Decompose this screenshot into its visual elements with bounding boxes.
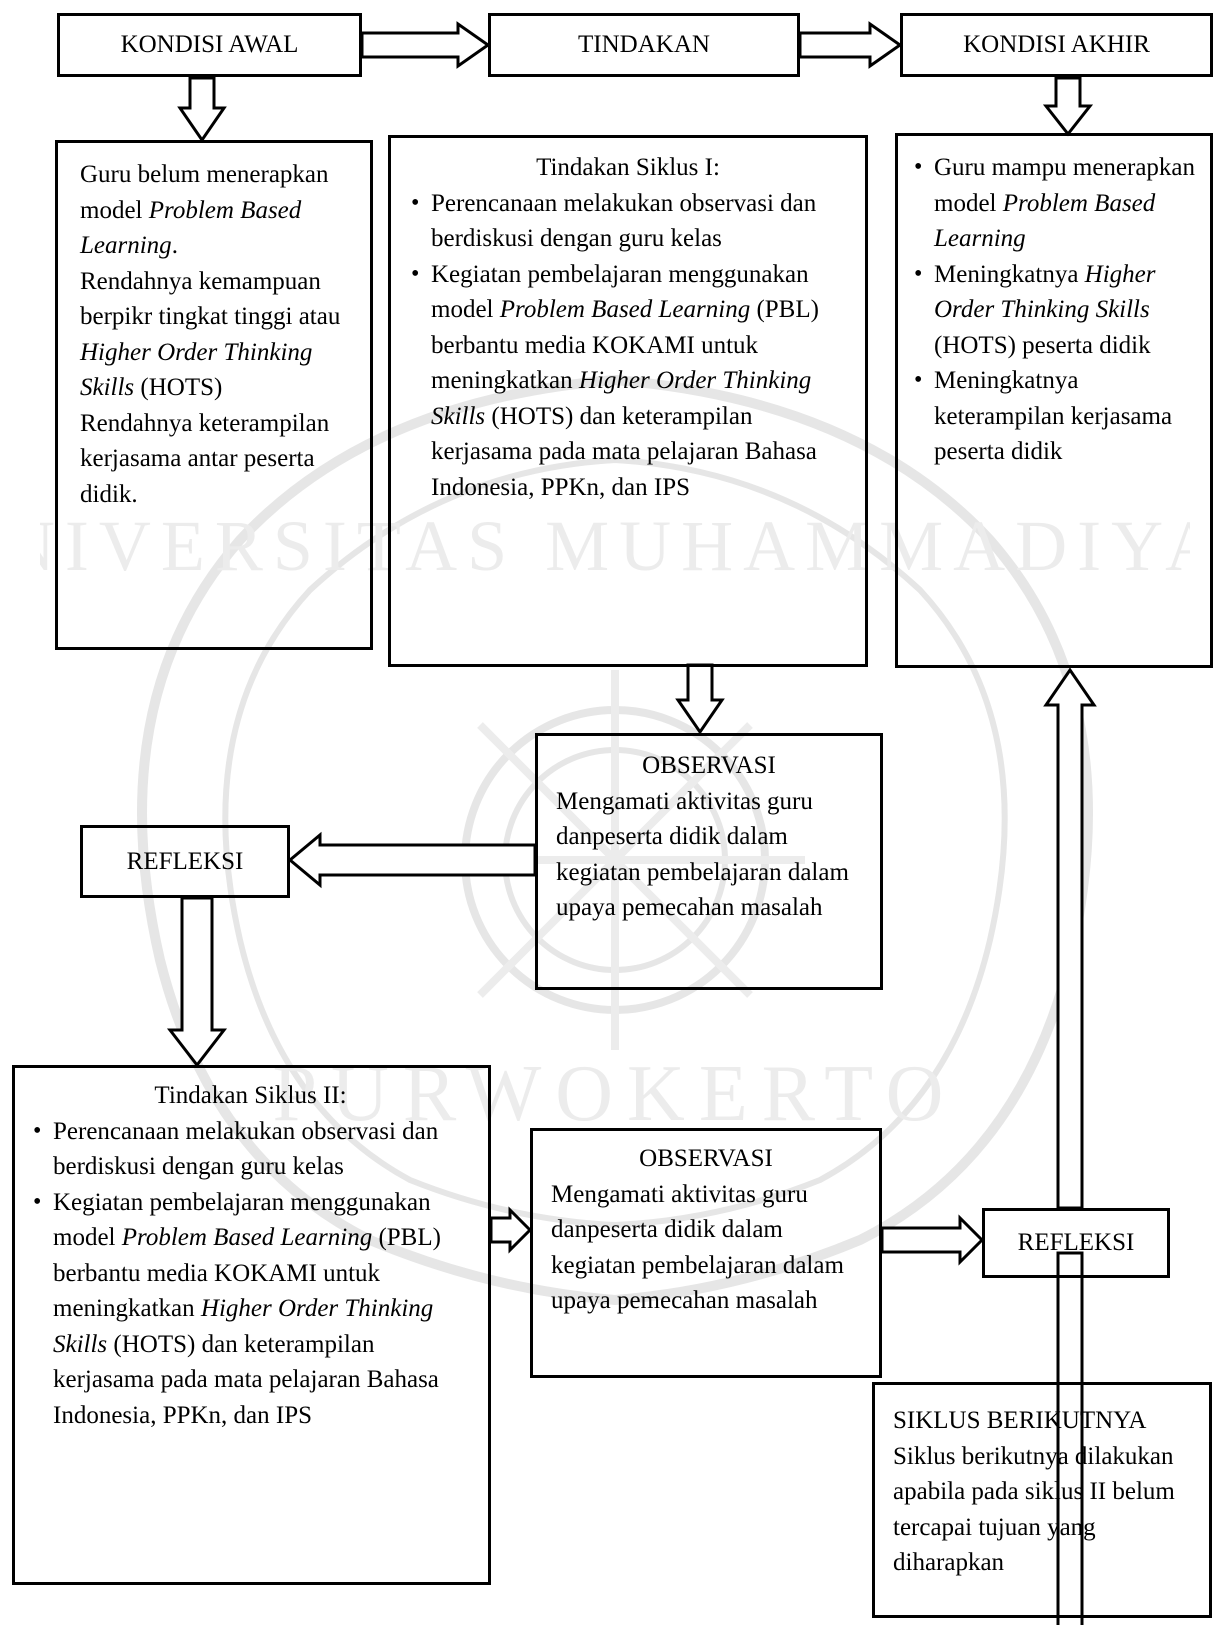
observasi1-box: OBSERVASI Mengamati aktivitas guru danpe… bbox=[535, 733, 883, 990]
arrow-siklus2-to-observasi2 bbox=[489, 1206, 533, 1254]
arrow-awal-to-tindakan bbox=[360, 21, 491, 69]
kondisi-akhir-label: KONDISI AKHIR bbox=[963, 31, 1150, 58]
arrow-siklus1-down bbox=[675, 663, 725, 735]
observasi1-title: OBSERVASI bbox=[642, 752, 776, 779]
siklus-berikutnya-box: SIKLUS BERIKUTNYA Siklus berikutnya dila… bbox=[872, 1382, 1212, 1618]
siklus-berikutnya-title: SIKLUS BERIKUTNYA bbox=[893, 1407, 1147, 1434]
observasi2-title: OBSERVASI bbox=[639, 1145, 773, 1172]
siklus1-item-2: Kegiatan pembelajaran menggunakan model … bbox=[409, 257, 847, 506]
kondisi-akhir-item-1: Guru mampu menerapkan model Problem Base… bbox=[912, 150, 1196, 257]
tindakan-label: TINDAKAN bbox=[578, 31, 710, 58]
arrow-observasi1-to-refleksi1 bbox=[287, 831, 537, 889]
arrow-refleksi1-down bbox=[166, 896, 228, 1068]
siklus2-title: Tindakan Siklus II: bbox=[154, 1082, 347, 1109]
kondisi-awal-box: Guru belum menerapkan model Problem Base… bbox=[55, 140, 373, 650]
arrow-observasi2-to-refleksi2 bbox=[880, 1214, 985, 1266]
siklus-berikutnya-body: Siklus berikutnya dilakukan apabila pada… bbox=[893, 1442, 1175, 1577]
kondisi-awal-point-2: Rendahnya kemampuan berpikr tingkat ting… bbox=[80, 267, 341, 402]
siklus2-item-1: Perencanaan melakukan observasi dan berd… bbox=[31, 1114, 470, 1185]
kondisi-akhir-box: Guru mampu menerapkan model Problem Base… bbox=[895, 133, 1213, 668]
kondisi-akhir-item-2: Meningkatnya Higher Order Thinking Skill… bbox=[912, 257, 1196, 364]
kondisi-awal-header: KONDISI AWAL bbox=[57, 13, 362, 77]
arrow-tindakan-to-akhir bbox=[798, 21, 903, 69]
refleksi2-label: REFLEKSI bbox=[1017, 1229, 1135, 1256]
refleksi1-label: REFLEKSI bbox=[126, 847, 244, 875]
kondisi-awal-point-3: Rendahnya keterampilan kerjasama antar p… bbox=[80, 409, 330, 508]
observasi1-body: Mengamati aktivitas guru danpeserta didi… bbox=[556, 787, 849, 922]
kondisi-awal-label: KONDISI AWAL bbox=[120, 31, 299, 58]
observasi2-body: Mengamati aktivitas guru danpeserta didi… bbox=[551, 1180, 844, 1315]
arrow-refleksi2-down bbox=[1056, 1251, 1084, 1625]
kondisi-awal-point-1: Guru belum menerapkan model Problem Base… bbox=[80, 161, 329, 259]
kondisi-akhir-item-3: Meningkatnya keterampilan kerjasama pese… bbox=[912, 363, 1196, 470]
siklus1-title: Tindakan Siklus I: bbox=[536, 154, 720, 181]
siklus1-box: Tindakan Siklus I: Perencanaan melakukan… bbox=[388, 135, 868, 667]
siklus2-item-2: Kegiatan pembelajaran menggunakan model … bbox=[31, 1185, 470, 1434]
siklus2-box: Tindakan Siklus II: Perencanaan melakuka… bbox=[12, 1065, 491, 1585]
refleksi1-box: REFLEKSI bbox=[80, 825, 290, 898]
arrow-refleksi2-up bbox=[1043, 667, 1097, 1210]
arrow-awal-down bbox=[177, 76, 227, 143]
arrow-akhir-down bbox=[1042, 76, 1094, 137]
kondisi-akhir-header: KONDISI AKHIR bbox=[900, 13, 1213, 77]
siklus1-item-1: Perencanaan melakukan observasi dan berd… bbox=[409, 186, 847, 257]
refleksi2-box: REFLEKSI bbox=[982, 1208, 1170, 1278]
tindakan-header: TINDAKAN bbox=[488, 13, 800, 77]
observasi2-box: OBSERVASI Mengamati aktivitas guru danpe… bbox=[530, 1128, 882, 1378]
